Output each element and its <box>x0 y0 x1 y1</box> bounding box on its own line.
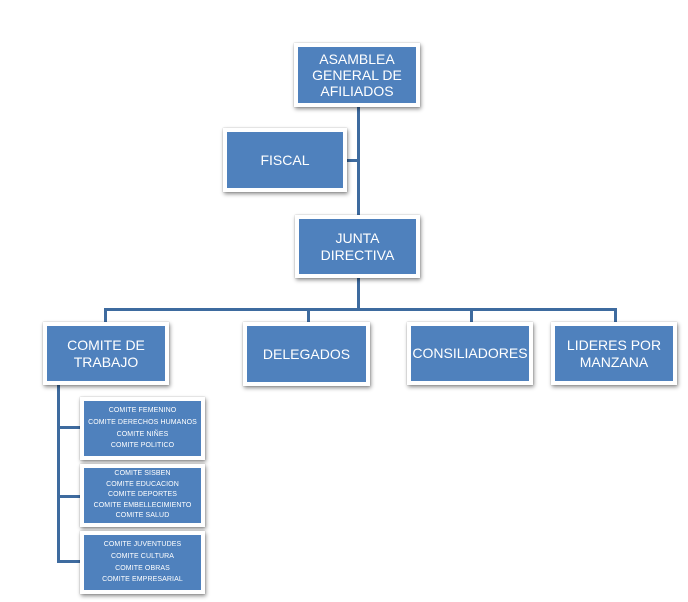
node-committee-group-2: COMITE SISBEN COMITE EDUCACION COMITE DE… <box>80 464 205 527</box>
committee-item: COMITE FEMENINO <box>108 407 177 415</box>
node-label-line: ASAMBLEA <box>319 50 395 67</box>
connector-committee-spine <box>57 382 60 562</box>
node-asamblea-general: ASAMBLEA GENERAL DE AFILIADOS <box>294 43 420 107</box>
committee-item: COMITE CULTURA <box>110 552 175 560</box>
node-consiliadores: CONSILIADORES <box>407 322 533 385</box>
node-junta-directiva: JUNTA DIRECTIVA <box>295 215 420 278</box>
committee-item: COMITE OBRAS <box>115 564 170 572</box>
node-label-line: FISCAL <box>260 151 310 168</box>
node-committee-group-1: COMITE FEMENINO COMITE DERECHOS HUMANOS … <box>80 397 205 460</box>
connector-group-3 <box>57 560 82 563</box>
node-label-line: DELEGADOS <box>262 345 351 362</box>
connector-level3-bus <box>104 308 617 311</box>
node-label-line: LIDERES POR <box>566 337 662 354</box>
node-label-line: AFILIADOS <box>320 83 394 100</box>
node-label-line: TRABAJO <box>73 353 139 370</box>
node-delegados: DELEGADOS <box>243 322 370 386</box>
node-committee-group-3: COMITE JUVENTUDES COMITE CULTURA COMITE … <box>80 531 205 594</box>
connector-drop-delegados <box>307 308 310 325</box>
node-label-line: MANZANA <box>579 353 649 370</box>
node-label-line: JUNTA DIRECTIVA <box>320 230 395 263</box>
node-fiscal: FISCAL <box>223 128 347 192</box>
connector-group-1 <box>57 426 82 429</box>
node-label-line: COMITE DE <box>67 337 145 354</box>
connector-group-2 <box>57 495 82 498</box>
committee-item: COMITE POLITICO <box>110 442 175 450</box>
connector-drop-comite <box>104 308 107 325</box>
committee-item: COMITE EMBELLECIMIENTO <box>93 501 192 509</box>
connector-drop-consiliadores <box>470 308 473 325</box>
committee-item: COMITE SISBEN <box>114 470 171 478</box>
committee-item: COMITE EMPRESARIAL <box>102 576 183 584</box>
committee-item: COMITE DEPORTES <box>107 491 178 499</box>
connector-drop-lideres <box>614 308 617 325</box>
committee-item: COMITE JUVENTUDES <box>103 541 182 549</box>
committee-item: COMITE EDUCACION <box>106 480 179 488</box>
node-lideres-por-manzana: LIDERES POR MANZANA <box>551 322 677 385</box>
node-label-line: CONSILIADORES <box>412 345 528 362</box>
committee-item: COMITE DERECHOS HUMANOS <box>88 418 197 426</box>
node-label-line: GENERAL DE <box>312 66 402 83</box>
connector-junta-down <box>357 276 360 309</box>
committee-item: COMITE NIÑES <box>116 430 169 438</box>
committee-item: COMITE SALUD <box>115 512 170 520</box>
node-comite-de-trabajo: COMITE DE TRABAJO <box>43 322 169 385</box>
connector-fiscal <box>344 159 359 162</box>
